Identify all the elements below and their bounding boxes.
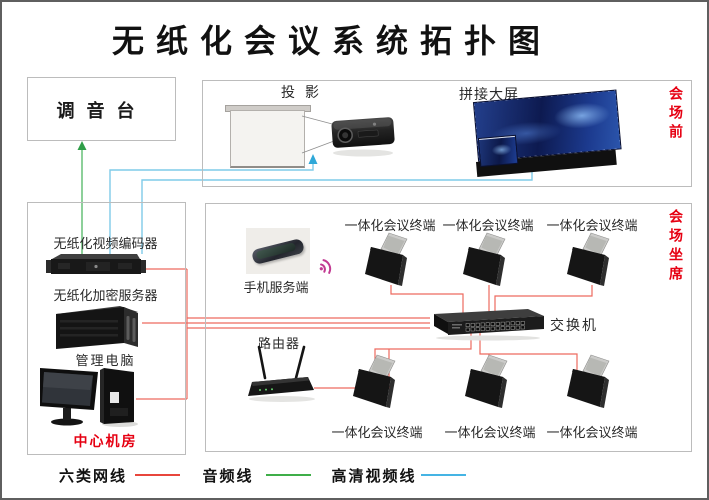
page-title: 无纸化会议系统拓扑图	[111, 23, 552, 59]
terminal-top-3-label: 一体化会议终端	[546, 218, 638, 233]
projector-icon	[331, 117, 395, 157]
terminal-top-2-icon	[463, 232, 506, 286]
projection-label: 投影	[281, 84, 329, 100]
phone-server-icon	[246, 228, 310, 274]
spliced-screen-sub-panel-icon	[479, 135, 518, 166]
center-room-box	[27, 202, 186, 455]
encryption-server-label: 无纸化加密服务器	[53, 288, 158, 303]
encoder-label: 无纸化视频编码器	[53, 236, 158, 251]
terminal-bottom-1-label: 一体化会议终端	[331, 425, 423, 440]
legend-audio-swatch	[266, 474, 311, 476]
management-pc-icon	[40, 368, 138, 427]
legend-audio-label: 音频线	[202, 468, 254, 485]
terminal-bottom-2-label: 一体化会议终端	[444, 425, 536, 440]
big-screen-label: 拼接大屏	[459, 86, 519, 102]
router-label: 路由器	[257, 336, 300, 351]
encryption-server-icon	[56, 306, 138, 349]
terminal-bottom-1-icon	[353, 354, 396, 408]
audio-arrow	[77, 141, 87, 150]
legend-network-swatch	[135, 474, 180, 476]
legend-video-label: 高清视频线	[331, 468, 417, 485]
legend-video-swatch	[421, 474, 466, 476]
router-icon	[248, 345, 315, 402]
phone-server-label: 手机服务端	[243, 280, 309, 295]
terminal-top-2-label: 一体化会议终端	[442, 218, 534, 233]
encoder-icon	[46, 254, 146, 274]
projection-screen-icon	[230, 110, 305, 168]
terminal-top-1-label: 一体化会议终端	[344, 218, 436, 233]
management-pc-label: 管理电脑	[75, 353, 136, 368]
center-room-label: 中心机房	[73, 433, 138, 449]
front-zone-box	[202, 80, 692, 187]
terminal-bottom-3-label: 一体化会议终端	[546, 425, 638, 440]
video-lines	[109, 162, 533, 254]
wifi-signal-icon	[319, 259, 332, 274]
switch-icon	[434, 309, 544, 341]
switch-label: 交换机	[550, 317, 598, 333]
seating-zone-label: 会场坐席	[668, 209, 684, 285]
mixer-label: 调音台	[56, 101, 147, 121]
terminal-bottom-2-icon	[465, 354, 508, 408]
terminal-top-1-icon	[365, 232, 408, 286]
seating-zone-box	[205, 203, 692, 452]
terminal-bottom-3-icon	[567, 354, 610, 408]
projection-beam-icon	[301, 115, 337, 154]
front-zone-label: 会场前	[668, 86, 684, 143]
legend-network-label: 六类网线	[58, 468, 127, 485]
mixer-box: 调音台	[27, 77, 176, 141]
terminal-top-3-icon	[567, 232, 610, 286]
